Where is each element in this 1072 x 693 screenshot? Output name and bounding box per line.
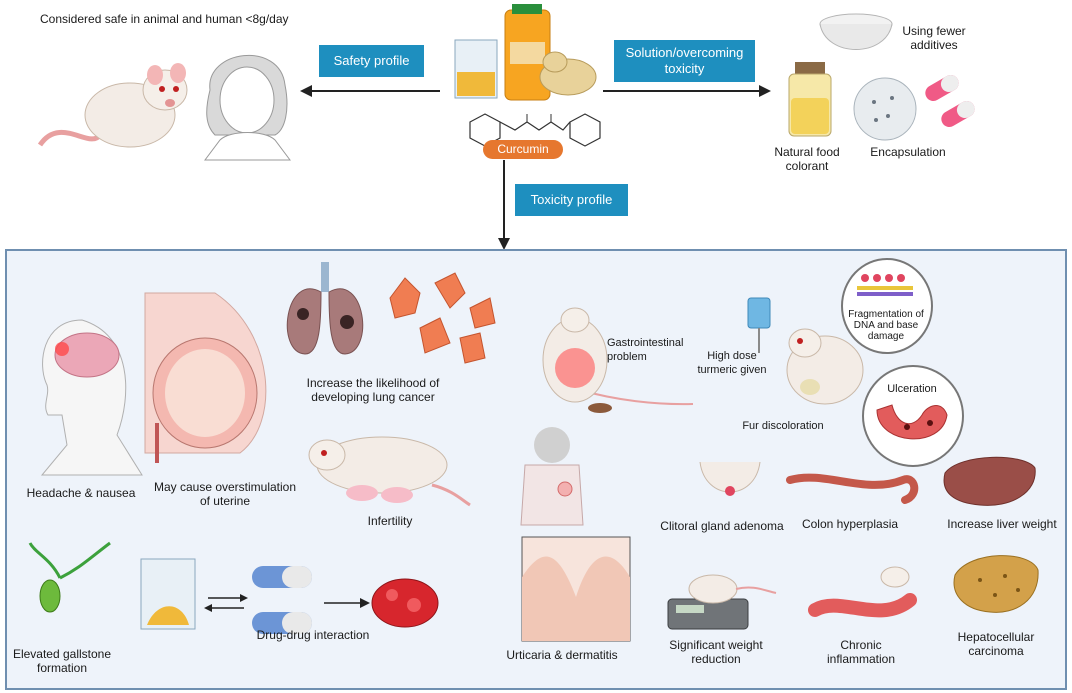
curcumin-pill: Curcumin — [483, 140, 563, 159]
powder-beaker-icon — [140, 558, 196, 630]
natural-colorant-label: Natural food colorant — [774, 145, 840, 173]
gi-problem-label: Gastrointestinal problem — [607, 337, 684, 363]
gi-mouse-illustration — [542, 307, 694, 413]
urticaria-child-illustration — [520, 427, 584, 526]
clitoral-label: Clitoral gland adenoma — [660, 519, 784, 533]
ulcerated-stomach-icon — [876, 404, 948, 440]
colon-illustration — [786, 473, 919, 504]
dna-damage-circle — [841, 258, 933, 354]
dosed-mouse-illustration — [786, 328, 864, 405]
rat-illustration — [37, 63, 188, 148]
solution-arrow — [603, 85, 771, 97]
gallbladder-illustration — [28, 541, 111, 613]
powder-bowl-icon — [819, 13, 893, 50]
safety-profile-tag: Safety profile — [319, 45, 424, 77]
result-arrow — [324, 598, 370, 608]
weight-reduction-label: Significant weight reduction — [669, 638, 763, 666]
ulceration-label: Ulceration — [887, 383, 937, 395]
liver-weight-label: Increase liver weight — [947, 517, 1057, 531]
infertility-label: Infertility — [367, 514, 413, 528]
drug-capsules-icon — [252, 566, 312, 634]
capsules-icon — [925, 75, 975, 127]
fur-discoloration-label: Fur discoloration — [742, 420, 824, 432]
solution-tag: Solution/overcoming toxicity — [614, 40, 755, 82]
uterine-label: May cause overstimulation of uterine — [153, 480, 297, 508]
colorant-jar-icon — [788, 62, 832, 137]
headache-label: Headache & nausea — [26, 486, 136, 500]
mice-infertility-illustration — [308, 436, 471, 507]
woman-illustration — [204, 54, 291, 161]
dna-fragment-icon — [857, 274, 913, 296]
curcumin-structure — [469, 113, 601, 147]
ddi-label: Drug-drug interaction — [256, 628, 370, 642]
hcc-label: Hepatocellular carcinoma — [957, 630, 1035, 658]
encapsulation-label: Encapsulation — [870, 145, 946, 159]
safety-arrow — [300, 85, 440, 97]
high-dose-label: High dose turmeric given — [697, 350, 767, 376]
curcumin-products-illustration — [454, 4, 597, 101]
head-profile-illustration — [40, 319, 143, 476]
fewer-additives-label: Using fewer additives — [902, 24, 966, 52]
toxicity-profile-tag: Toxicity profile — [515, 184, 628, 216]
liver-illustration — [943, 456, 1036, 506]
safe-note: Considered safe in animal and human <8g/… — [40, 12, 289, 26]
dna-damage-label: Fragmentation of DNA and base damage — [848, 309, 924, 342]
urticaria-label: Urticaria & dermatitis — [506, 648, 618, 662]
tissue-damage-icon — [371, 578, 439, 628]
iv-bag-icon — [747, 297, 771, 353]
inflamed-colon-illustration — [808, 566, 917, 618]
carcinoma-liver-illustration — [953, 555, 1039, 613]
pregnancy-illustration — [144, 292, 267, 463]
scale-mouse-illustration — [667, 574, 777, 630]
lungs-illustration — [286, 262, 364, 355]
petri-dish-icon — [853, 77, 917, 141]
interaction-arrows — [204, 594, 248, 612]
skin-cross-section-illustration — [521, 536, 631, 642]
toxicity-arrow — [498, 160, 510, 250]
colon-label: Colon hyperplasia — [801, 517, 899, 531]
inflammation-label: Chronic inflammation — [826, 638, 896, 666]
lung-cancer-label: Increase the likelihood of developing lu… — [306, 376, 440, 404]
clitoral-gland-illustration — [699, 461, 761, 496]
gallstone-label: Elevated gallstone formation — [12, 647, 112, 675]
cancer-cells-illustration — [389, 272, 496, 364]
